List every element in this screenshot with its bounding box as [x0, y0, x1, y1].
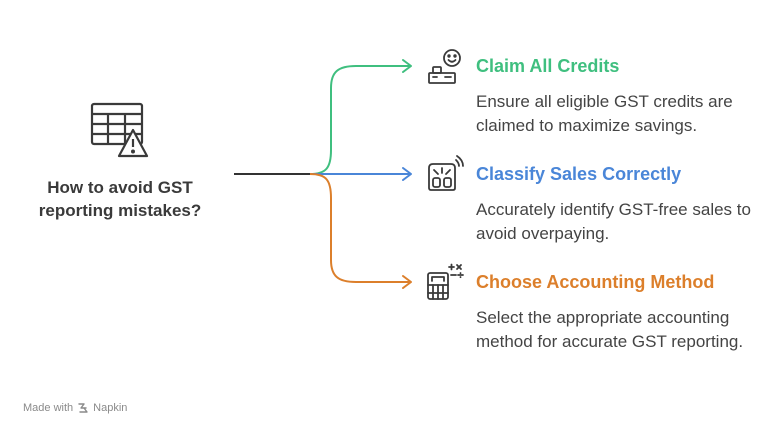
napkin-brand-label: Napkin: [93, 402, 128, 414]
branch-title-claim-credits: Claim All Credits: [476, 56, 620, 76]
branch-title-accounting-method: Choose Accounting Method: [476, 272, 715, 292]
central-question: How to avoid GST reporting mistakes?: [38, 178, 202, 220]
spreadsheet-warning-icon: [88, 100, 152, 164]
made-with-label: Made with: [23, 402, 74, 414]
branch-description-accounting-method: Select the appropriate accounting method…: [476, 308, 744, 351]
branch-arrowhead-3: [402, 275, 412, 289]
napkin-logo-icon: [77, 402, 89, 414]
happy-person-icon: [425, 47, 465, 87]
branch-description-claim-credits: Ensure all eligible GST credits are clai…: [476, 92, 733, 135]
branch-description-classify-sales: Accurately identify GST-free sales to av…: [476, 200, 751, 243]
calculator-building-icon: [425, 263, 465, 303]
branch-connector-3: [309, 173, 410, 283]
scale-signal-icon: [425, 154, 465, 194]
branch-arrowhead-2: [402, 167, 412, 181]
branch-connector-1: [309, 65, 410, 175]
footer-watermark: Made with Napkin: [23, 402, 127, 414]
branch-title-classify-sales: Classify Sales Correctly: [476, 164, 682, 184]
branch-arrowhead-1: [402, 59, 412, 73]
